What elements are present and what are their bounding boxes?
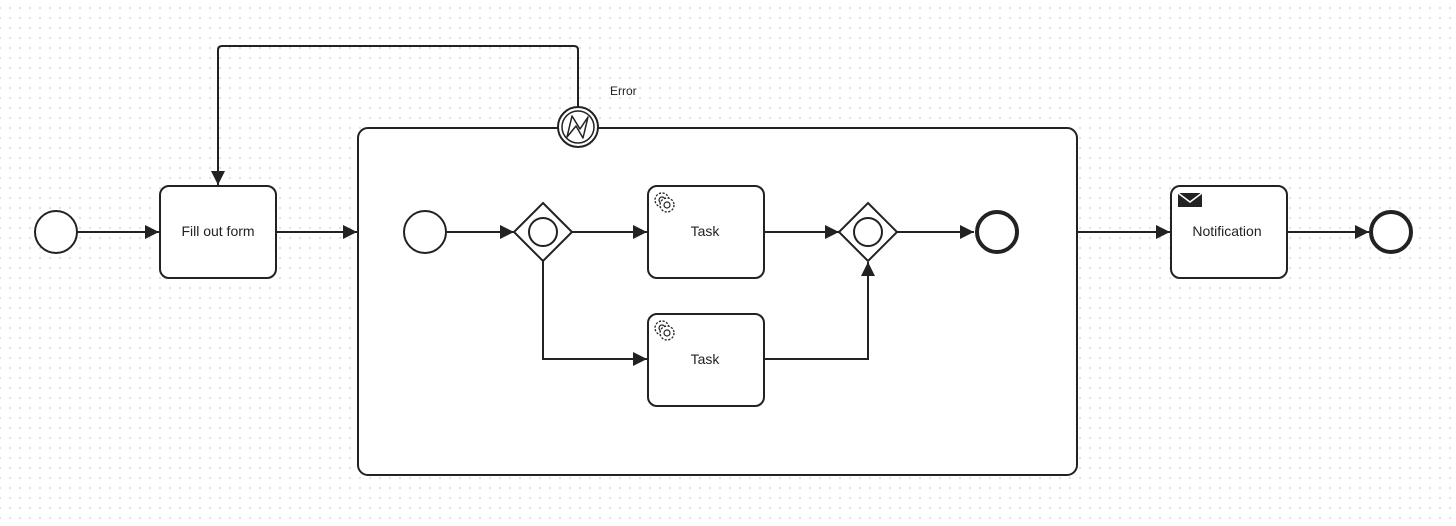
service-task-1[interactable]: Task <box>647 185 765 279</box>
error-icon <box>566 115 589 139</box>
boundary-error-event[interactable] <box>557 106 599 148</box>
gateway-split[interactable] <box>512 201 574 263</box>
inclusive-gateway-icon <box>853 217 883 247</box>
task-label: Task <box>691 223 721 239</box>
flow-task2-to-join[interactable] <box>764 262 875 360</box>
inner-end-event[interactable] <box>975 210 1019 254</box>
gear-icon <box>654 320 675 341</box>
task-notification[interactable]: Notification <box>1170 185 1288 279</box>
flow-gateway-to-task2[interactable] <box>542 261 647 366</box>
inclusive-gateway-icon <box>528 217 558 247</box>
start-event[interactable] <box>34 210 78 254</box>
end-event[interactable] <box>1369 210 1413 254</box>
subprocess[interactable] <box>357 127 1078 476</box>
task-fill-out-form[interactable]: Fill out form <box>159 185 277 279</box>
task-label: Task <box>691 351 721 367</box>
gateway-join[interactable] <box>837 201 899 263</box>
gear-icon <box>654 192 675 213</box>
envelope-icon <box>1177 192 1203 207</box>
task-label: Fill out form <box>181 223 254 239</box>
inner-start-event[interactable] <box>403 210 447 254</box>
service-task-2[interactable]: Task <box>647 313 765 407</box>
boundary-event-label: Error <box>610 84 637 98</box>
task-label: Notification <box>1192 223 1261 239</box>
flow-error-to-form[interactable] <box>211 45 579 185</box>
